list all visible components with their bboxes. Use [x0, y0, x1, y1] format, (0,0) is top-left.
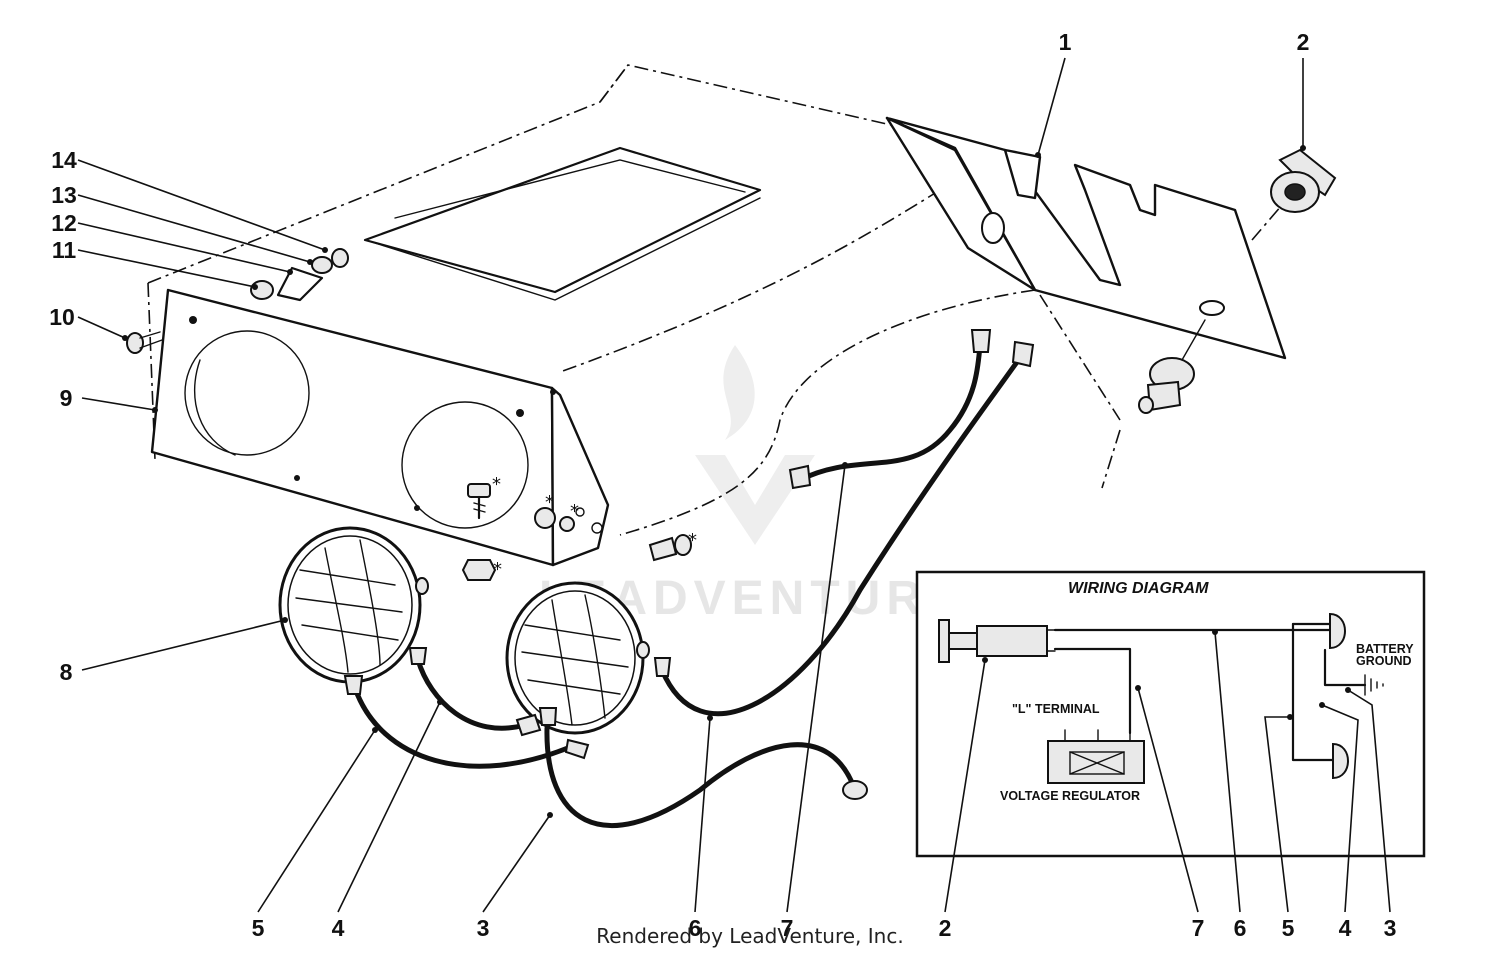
wiring-callout-2: 2: [939, 915, 952, 941]
callout-12: 12: [51, 210, 77, 236]
wd-l-terminal-label: "L" TERMINAL: [1012, 702, 1100, 716]
wiring-diagram-frame: [915, 570, 1426, 858]
wire-5: [352, 685, 578, 769]
callout-9: 9: [60, 385, 73, 411]
bottom-callout-5: 5: [252, 915, 265, 941]
star-marker-5: *: [688, 530, 697, 551]
wd-battery-label: BATTERY: [1356, 642, 1414, 656]
wiring-callout-4: 4: [1339, 915, 1352, 941]
wire-7: [797, 342, 983, 483]
wd-ground-label: GROUND: [1356, 654, 1412, 668]
wiring-callout-7: 7: [1192, 915, 1205, 941]
callout-numbers: 1 2 14 13 12 11 10 9 8 5 4 3 6 7 2 7 6 5…: [49, 29, 1396, 941]
footer-credit: Rendered by LeadVenture, Inc.: [596, 924, 903, 948]
star-marker-3: *: [545, 492, 554, 513]
wd-lamp-bottom: [1332, 742, 1349, 780]
bottom-callout-4: 4: [332, 915, 345, 941]
wiring-diagram-title: WIRING DIAGRAM: [1068, 580, 1209, 597]
bottom-callout-7: 7: [781, 915, 794, 941]
callout-10: 10: [49, 304, 75, 330]
bezel-hardware: [126, 248, 349, 354]
wiring-callout-6: 6: [1234, 915, 1247, 941]
star-marker-2: *: [493, 559, 502, 580]
fasteners: * * * * *: [461, 474, 697, 581]
callout-11: 11: [52, 237, 77, 263]
leader-lines: [77, 57, 1306, 913]
callout-8: 8: [60, 659, 73, 685]
wd-switch-body: [976, 625, 1048, 657]
light-switch: [1270, 148, 1337, 213]
bottom-callout-3: 3: [477, 915, 490, 941]
callout-13: 13: [51, 182, 77, 208]
callout-14: 14: [51, 147, 77, 173]
callout-1: 1: [1059, 29, 1072, 55]
sealed-beam-headlight-right: [505, 581, 650, 735]
wd-lamp-top: [1329, 612, 1346, 650]
bottom-callout-6: 6: [689, 915, 702, 941]
wiring-callout-3: 3: [1384, 915, 1397, 941]
wd-switch-shaft: [948, 632, 978, 650]
callout-2: 2: [1297, 29, 1310, 55]
wire-4: [415, 657, 528, 731]
star-marker-4: *: [570, 501, 579, 522]
leadventure-watermark: LEADVENTURE: [539, 345, 959, 625]
sealed-beam-headlight-left: [278, 526, 429, 684]
hood-outline: [147, 64, 1283, 536]
panel-light: [1138, 319, 1206, 414]
wiring-callout-5: 5: [1282, 915, 1295, 941]
wiring-diagram: WIRING DIAGRAM BATTERY GROUND "L" TERMIN…: [915, 570, 1426, 913]
dash-plate: [885, 116, 1287, 360]
wire-terminals: [343, 329, 1035, 800]
wire-3: [544, 725, 858, 829]
wd-voltage-regulator-label: VOLTAGE REGULATOR: [1000, 789, 1140, 803]
wd-switch-knob: [938, 619, 950, 663]
star-marker-1: *: [492, 474, 501, 495]
wire-6: [659, 352, 1025, 717]
